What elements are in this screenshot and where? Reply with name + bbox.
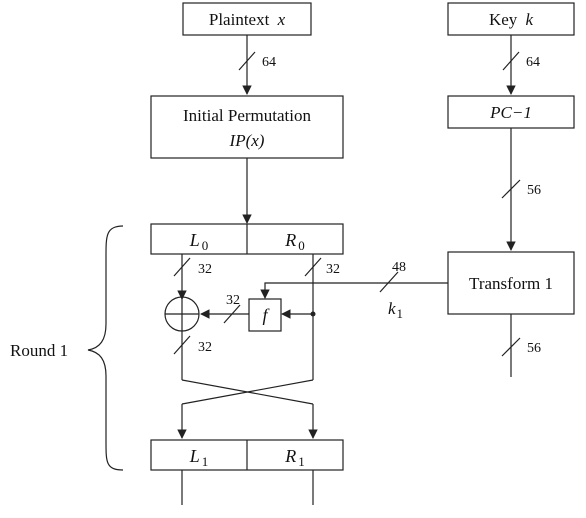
- subkey-width: 48: [392, 260, 406, 275]
- key-width-slash: [502, 51, 520, 71]
- pc1-width: 56: [527, 183, 541, 198]
- key-var: k: [526, 10, 534, 29]
- initial-permutation-box: Initial Permutation IP(x): [150, 95, 344, 159]
- r0-width-slash: [304, 257, 322, 277]
- xor-symbol: [164, 296, 200, 332]
- xor-width: 32: [198, 340, 212, 355]
- plaintext-width: 64: [262, 55, 276, 70]
- l0-width: 32: [198, 262, 212, 277]
- key-width: 64: [526, 55, 540, 70]
- subkey-line: [260, 282, 448, 299]
- f-width: 32: [226, 293, 240, 308]
- plaintext-var: x: [277, 10, 286, 29]
- f-width-slash: [223, 304, 241, 324]
- transform-label: Transform 1: [469, 274, 553, 293]
- transform-width-slash: [501, 337, 521, 357]
- round-brace: [87, 225, 124, 471]
- swap-line-right: [181, 379, 314, 405]
- xor-width-slash: [173, 335, 191, 355]
- plaintext-box: Plaintext x: [182, 2, 312, 36]
- pc1-width-slash: [501, 179, 521, 199]
- pc1-box: PC−1: [447, 95, 575, 129]
- subkey-name: k1: [388, 299, 403, 321]
- f-label: f: [262, 305, 270, 325]
- r0-width: 32: [326, 262, 340, 277]
- svg-text:Plaintext x: Plaintext x: [209, 10, 286, 29]
- round-label: Round 1: [10, 341, 68, 360]
- pc1-label: PC−1: [489, 103, 532, 122]
- ip-title: Initial Permutation: [183, 106, 311, 125]
- subkey-width-slash: [379, 271, 399, 293]
- plaintext-label: Plaintext: [209, 10, 270, 29]
- f-function-box: f: [248, 298, 282, 332]
- ip-subtitle: IP(x): [229, 131, 265, 150]
- transform-width: 56: [527, 341, 541, 356]
- svg-text:Key k: Key k: [489, 10, 534, 29]
- key-label: Key: [489, 10, 518, 29]
- key-box: Key k: [447, 2, 575, 36]
- plaintext-width-slash: [238, 51, 256, 71]
- transform-box: Transform 1: [447, 251, 575, 315]
- l0-width-slash: [173, 257, 191, 277]
